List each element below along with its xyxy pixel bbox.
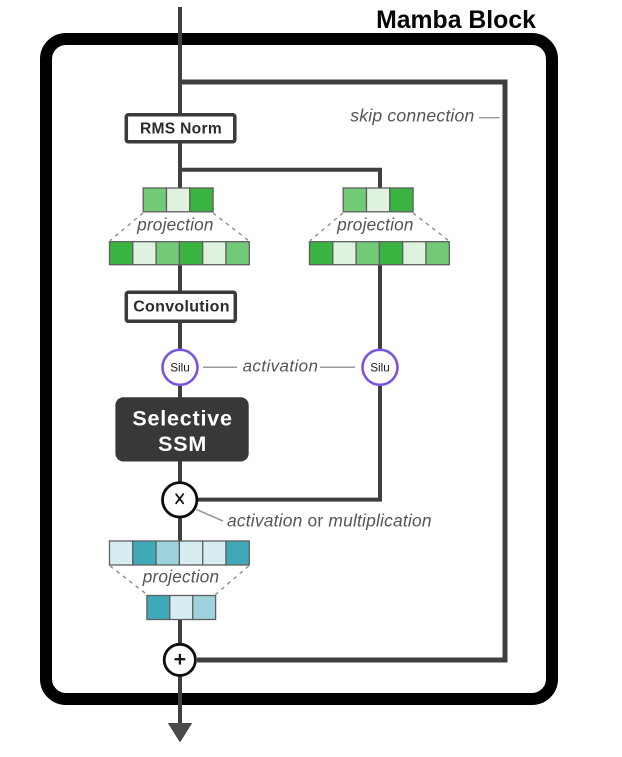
- svg-text:Selective: Selective: [132, 407, 232, 431]
- svg-text:skip connection: skip connection: [350, 105, 474, 125]
- svg-text:Silu: Silu: [170, 361, 190, 374]
- svg-text:projection: projection: [336, 215, 414, 235]
- svg-text:Silu: Silu: [370, 361, 390, 374]
- svg-text:projection: projection: [142, 567, 220, 587]
- svg-text:Convolution: Convolution: [133, 298, 230, 315]
- svg-text:Mamba Block: Mamba Block: [376, 7, 536, 34]
- svg-text:activation: activation: [243, 357, 319, 376]
- svg-text:activation or multiplication: activation or multiplication: [227, 511, 432, 531]
- svg-text:RMS Norm: RMS Norm: [140, 120, 222, 137]
- svg-text:SSM: SSM: [158, 432, 207, 456]
- svg-text:projection: projection: [136, 215, 214, 235]
